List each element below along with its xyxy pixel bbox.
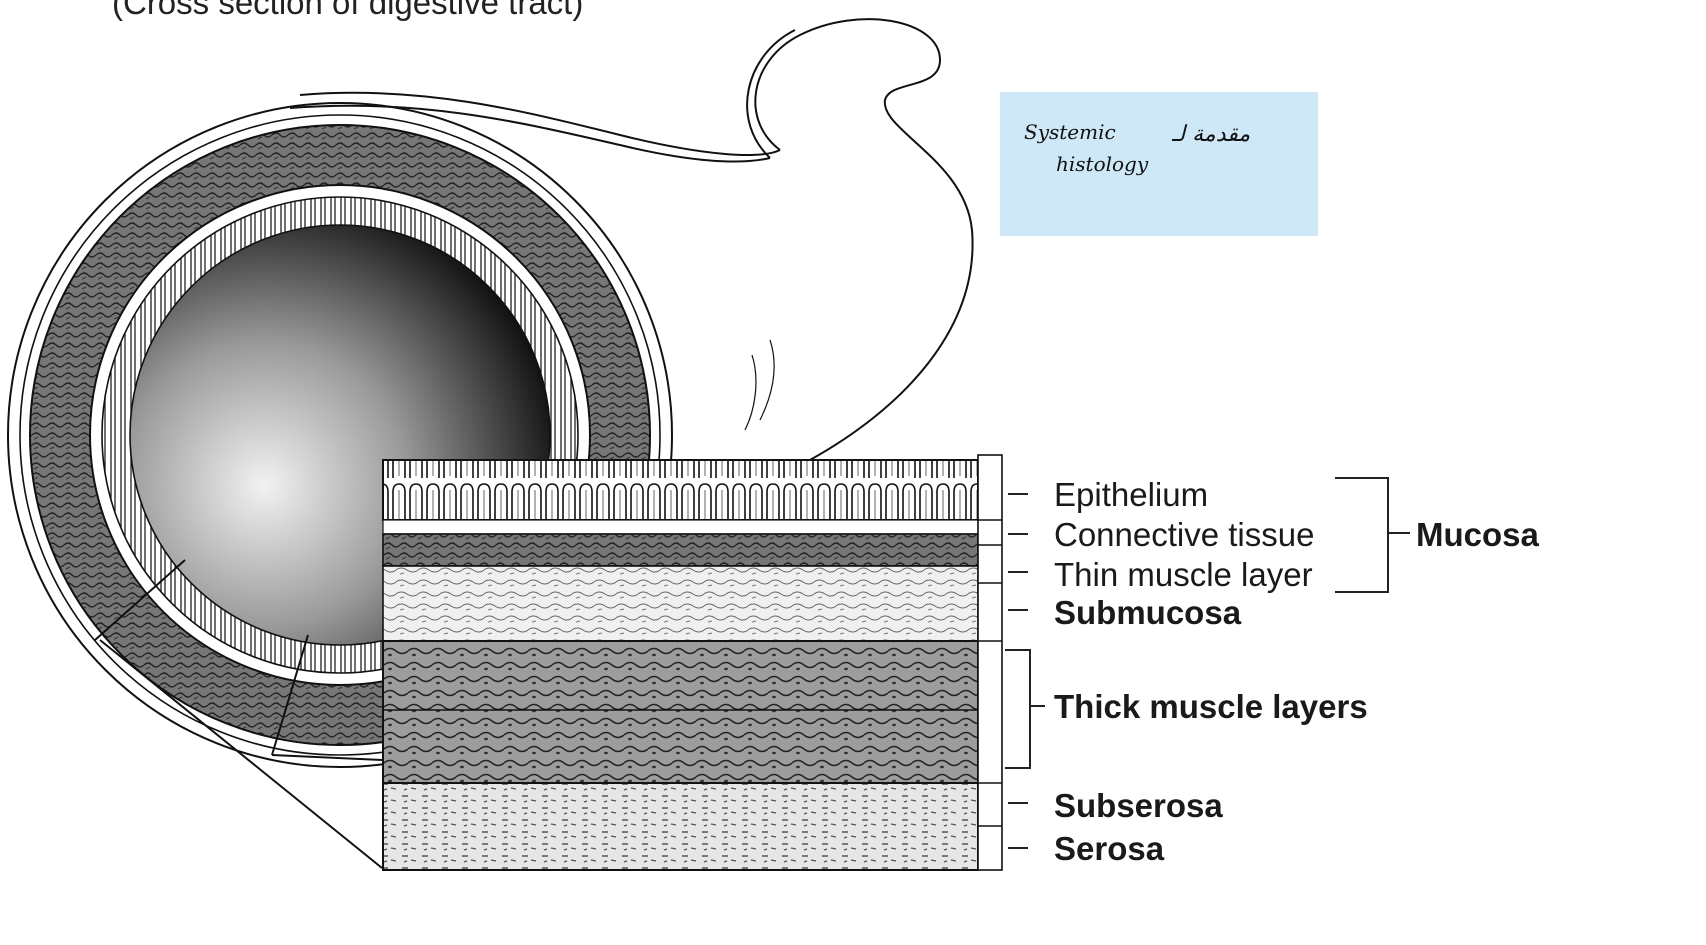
note-line-2: histology [1056, 152, 1148, 176]
label-subserosa: Subserosa [1054, 789, 1223, 822]
label-thick-muscle-layers: Thick muscle layers [1054, 690, 1368, 723]
label-serosa: Serosa [1054, 832, 1164, 865]
label-thin-muscle-layer: Thin muscle layer [1054, 558, 1313, 591]
note-line-1: Systemic [1024, 120, 1116, 144]
label-epithelium: Epithelium [1054, 478, 1208, 511]
label-connective-tissue: Connective tissue [1054, 518, 1314, 551]
figure-caption: (Cross section of digestive tract) [112, 0, 583, 22]
label-mucosa: Mucosa [1416, 518, 1539, 551]
handwritten-note: Systemic histology مقدمة لـ [1000, 92, 1318, 236]
label-submucosa: Submucosa [1054, 596, 1241, 629]
layer-block [383, 455, 1002, 870]
note-arabic: مقدمة لـ [1172, 122, 1250, 147]
